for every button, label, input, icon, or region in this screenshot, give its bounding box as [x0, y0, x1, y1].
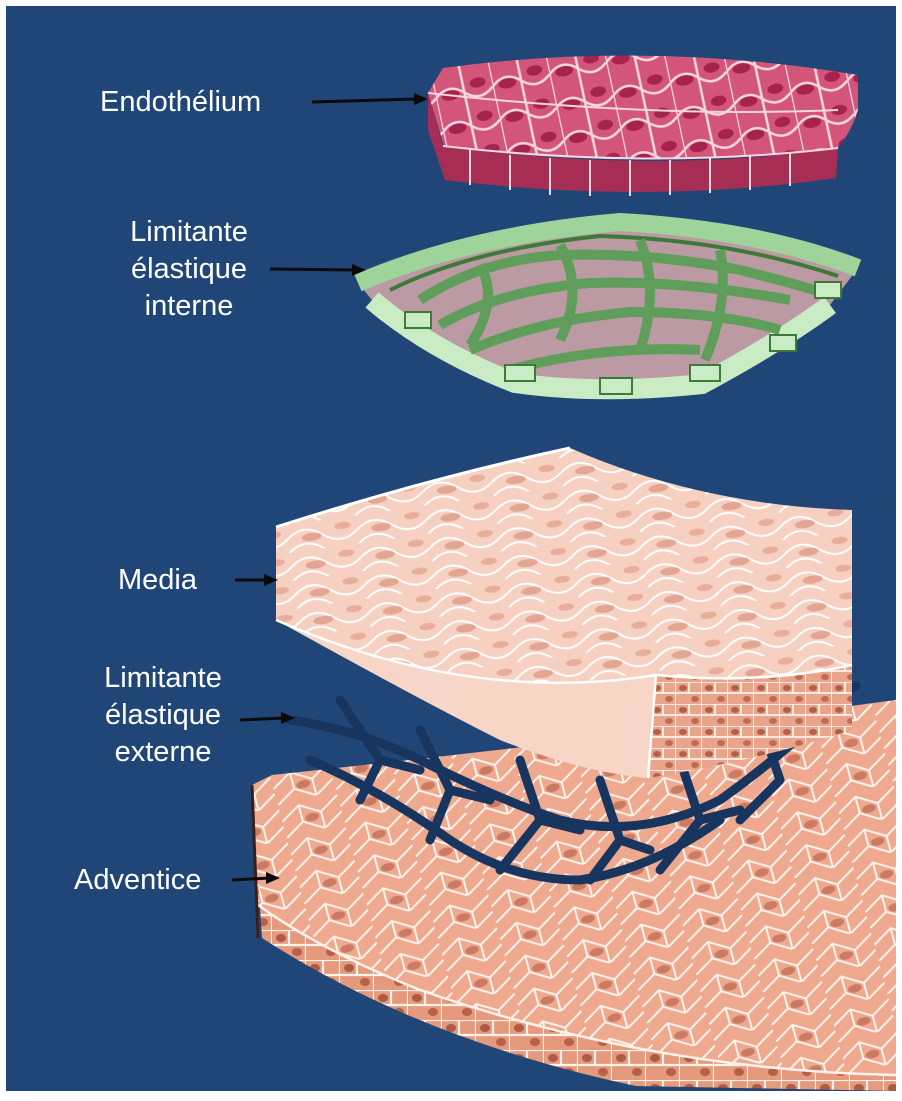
endothelium-layer: [428, 56, 858, 196]
endothelium-arrow: [312, 99, 418, 102]
label-internal-elastic-lamina: Limitante élastique interne: [104, 214, 274, 325]
internal-lamina-arrow: [270, 269, 356, 270]
adventitia-arrow: [232, 878, 270, 880]
label-adventitia: Adventice: [74, 862, 201, 899]
label-external-elastic-lamina: Limitante élastique externe: [78, 660, 248, 771]
label-media: Media: [118, 562, 197, 599]
label-endothelium: Endothélium: [100, 84, 261, 121]
internal-elastic-lamina: [358, 222, 858, 394]
